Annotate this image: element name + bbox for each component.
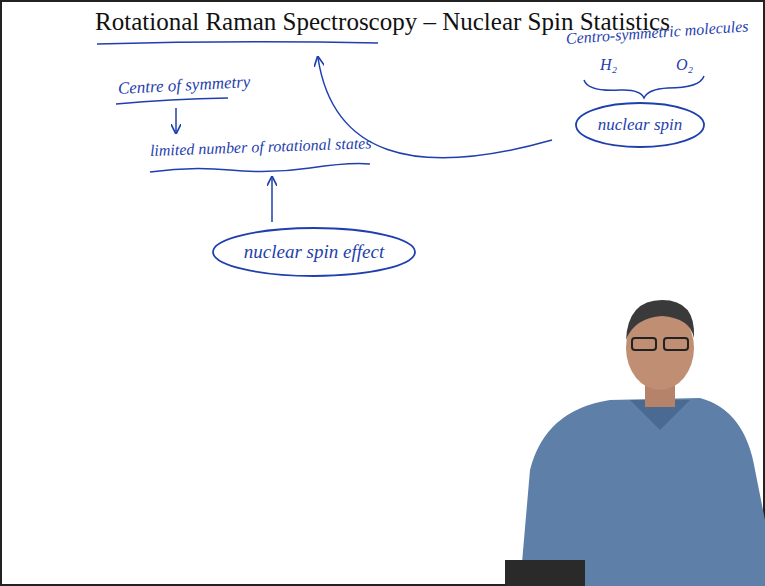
- circled-text: nuclear spin: [598, 116, 683, 135]
- handwritten-note: limited number of rotational states: [150, 134, 372, 159]
- arrow: [271, 178, 273, 222]
- handwritten-note: H₂: [600, 56, 617, 74]
- title-underline: [97, 42, 378, 44]
- handwritten-note: O₂: [676, 56, 693, 74]
- ellipse-outline: [213, 228, 415, 276]
- handwritten-note: Centre of symmetry: [118, 73, 251, 99]
- brace: [584, 76, 704, 98]
- circled-note: nuclear spin: [574, 101, 706, 149]
- presenter: [505, 300, 765, 586]
- circled-text: nuclear spin effect: [244, 242, 384, 263]
- label-underline: [150, 164, 370, 173]
- ellipse-outline: [576, 103, 704, 147]
- circled-note: nuclear spin effect: [211, 226, 417, 278]
- label-underline: [116, 98, 228, 104]
- arrow: [175, 108, 177, 132]
